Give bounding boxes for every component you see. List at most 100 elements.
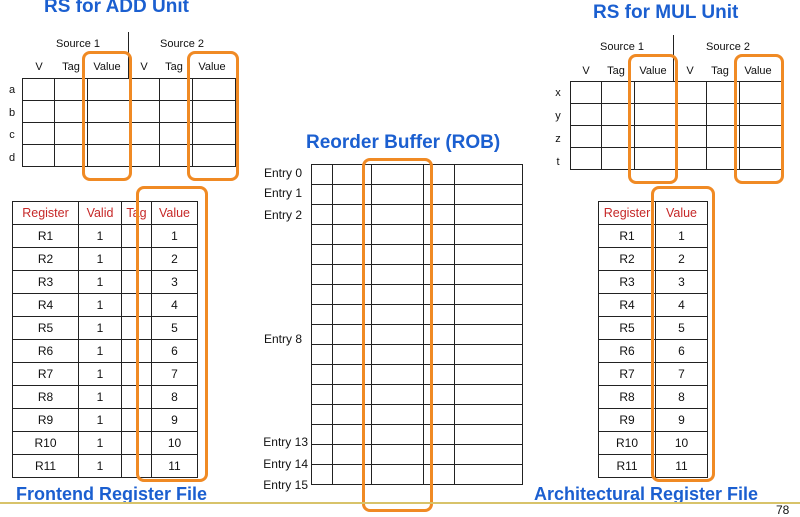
rs-add-source1-header: Source 1 [55,38,101,50]
frontend-valid-cell: 1 [78,293,122,317]
frontend-tag-cell [121,270,152,294]
rob-entry-row [311,464,523,485]
arch-value-cell: 5 [655,316,708,340]
rs-mul-row-label-t: t [556,156,560,168]
rs-add-row-label-d: d [8,152,16,164]
frontend-tag-cell [121,454,152,478]
rob-entry-row [311,444,523,465]
frontend-valid-cell: 1 [78,247,122,271]
frontend-register-cell: R8 [12,385,79,409]
rob-entry-row [311,204,523,225]
arch-register-cell: R6 [598,339,656,363]
frontend-register-cell: R1 [12,224,79,248]
rs-mul-row-label-z: z [555,133,561,145]
rs-mul-col-tag2: Tag [711,65,729,77]
arch-register-cell: R1 [598,224,656,248]
rob-entry-row [311,284,523,305]
rs-add-row-label-b: b [8,107,16,119]
frontend-register-cell: R10 [12,431,79,455]
arch-register-cell: R8 [598,385,656,409]
frontend-tag-cell [121,316,152,340]
frontend-valid-cell: 1 [78,339,122,363]
rob-entry-row [311,164,523,185]
arch-value-cell: 4 [655,293,708,317]
frontend-register-cell: R11 [12,454,79,478]
frontend-valid-cell: 1 [78,316,122,340]
arch-value-cell: 6 [655,339,708,363]
rob-entry-row [311,184,523,205]
rs-mul-title: RS for MUL Unit [593,2,739,23]
arch-register-cell: R7 [598,362,656,386]
frontend-value-cell: 9 [151,408,198,432]
frontend-tag-cell [121,293,152,317]
rs-mul-row-label-y: y [555,110,561,122]
rs-add-row-label-a: a [8,84,16,96]
frontend-tag-cell [121,247,152,271]
rs-add-table [22,78,236,167]
rs-mul-row-label-x: x [555,87,561,99]
rs-mul-col-value1: Value [639,65,667,77]
frontend-value-cell: 6 [151,339,198,363]
rs-mul-source1-header: Source 1 [599,41,645,53]
frontend-tag-cell [121,362,152,386]
rs-add-source2-header: Source 2 [159,38,205,50]
frontend-valid-cell: 1 [78,454,122,478]
rob-entry-row [311,424,523,445]
frontend-header-valid: Valid [78,201,122,225]
rs-mul-col-value2: Value [744,65,772,77]
frontend-register-cell: R2 [12,247,79,271]
frontend-value-cell: 10 [151,431,198,455]
rs-mul-col-v1: V [582,65,590,77]
slide-footer-line [0,502,800,504]
frontend-value-cell: 8 [151,385,198,409]
arch-value-cell: 3 [655,270,708,294]
rs-mul-source2-header: Source 2 [705,41,751,53]
frontend-register-cell: R4 [12,293,79,317]
rs-mul-table [570,81,783,170]
arch-register-cell: R11 [598,454,656,478]
frontend-value-cell: 5 [151,316,198,340]
frontend-header-value: Value [151,201,198,225]
arch-value-cell: 2 [655,247,708,271]
arch-register-cell: R9 [598,408,656,432]
rob-entry-label-1: Entry 1 [263,186,302,200]
rob-entry-row [311,384,523,405]
arch-value-cell: 8 [655,385,708,409]
rob-entry-row [311,404,523,425]
arch-header-value: Value [655,201,708,225]
frontend-tag-cell [121,339,152,363]
rob-entry-row [311,224,523,245]
frontend-value-cell: 11 [151,454,198,478]
rs-add-col-value1: Value [93,61,121,73]
arch-register-cell: R3 [598,270,656,294]
rob-entry-label-14: Entry 14 [263,457,308,471]
arch-value-cell: 11 [655,454,708,478]
rob-entry-row [311,344,523,365]
frontend-valid-cell: 1 [78,362,122,386]
arch-register-cell: R2 [598,247,656,271]
rs-add-col-value2: Value [198,61,226,73]
frontend-value-cell: 4 [151,293,198,317]
arch-register-cell: R10 [598,431,656,455]
frontend-tag-cell [121,431,152,455]
frontend-value-cell: 7 [151,362,198,386]
arch-header-register: Register [598,201,656,225]
rob-entry-label-2: Entry 2 [263,208,302,222]
frontend-register-cell: R7 [12,362,79,386]
frontend-valid-cell: 1 [78,431,122,455]
rs-add-col-v2: V [140,61,148,73]
rs-mul-col-v2: V [686,65,694,77]
rob-table [311,164,523,485]
rob-entry-label-8: Entry 8 [263,332,302,346]
rs-add-group-divider [128,32,129,78]
architectural-register-file-title: Architectural Register File [534,484,759,504]
rob-entry-row [311,324,523,345]
